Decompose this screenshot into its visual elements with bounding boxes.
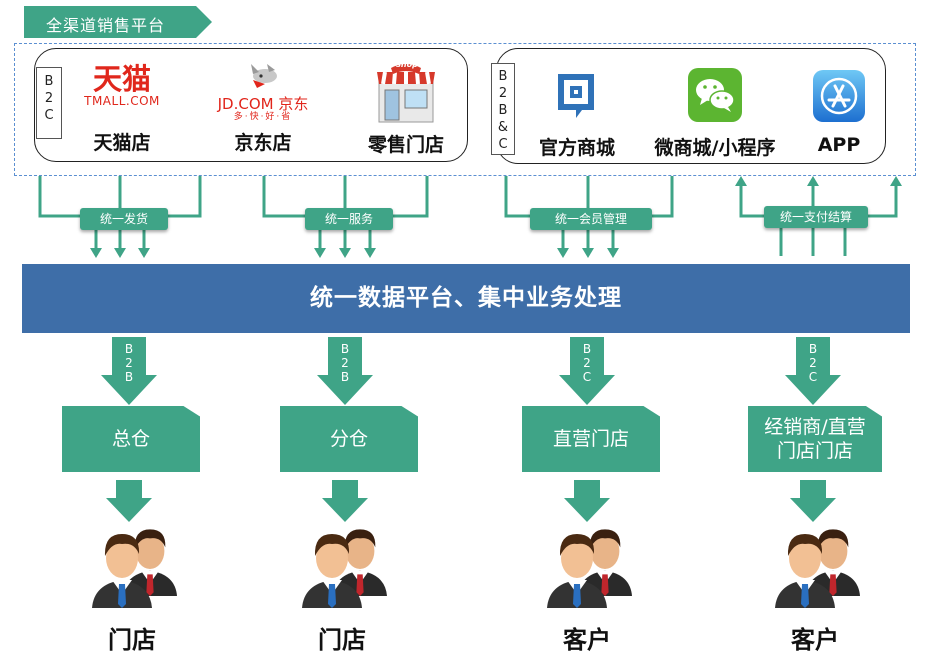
channel-label-official-mall: 官方商城 — [538, 137, 615, 159]
connector-label-membership: 统一会员管理 — [530, 208, 652, 230]
connector-label-delivery: 统一发货 — [80, 208, 168, 230]
header-title: 全渠道销售平台 — [46, 16, 166, 35]
people-arrows — [106, 480, 836, 522]
customer-label-3: 客户 — [563, 626, 611, 654]
customer-label-2: 门店 — [318, 626, 366, 654]
jd-dog-icon — [251, 64, 277, 88]
connector-label-payment: 统一支付结算 — [764, 206, 868, 228]
customer-label-1: 门店 — [108, 626, 156, 654]
dist-box-main-warehouse: 总仓 — [62, 406, 200, 472]
dist-box-sub-warehouse: 分仓 — [280, 406, 418, 472]
official-mall-icon — [554, 70, 598, 122]
channel-label-app: APP — [817, 134, 861, 156]
channel-label-retail: 零售门店 — [367, 134, 444, 156]
app-icon — [813, 70, 865, 122]
channel-label-jd: 京东店 — [234, 132, 292, 154]
people-icons — [92, 529, 860, 608]
tmall-logo: 天猫 TMALL.COM — [84, 62, 160, 108]
header-tag: 全渠道销售平台 — [24, 6, 212, 38]
customer-label-4: 客户 — [791, 626, 839, 654]
shop-icon: shop — [375, 58, 437, 124]
channels-region — [14, 43, 916, 176]
dist-box-direct-store: 直营门店 — [522, 406, 660, 472]
connector-label-service: 统一服务 — [305, 208, 393, 230]
data-platform-bar: 统一数据平台、集中业务处理 — [22, 264, 910, 333]
dist-box-dealer-store: 经销商/直营门店门店 — [748, 406, 882, 472]
channel-label-tmall: 天猫店 — [93, 132, 151, 154]
wechat-icon — [688, 68, 742, 122]
channel-label-wechat-mall: 微商城/小程序 — [654, 137, 776, 159]
distribution-arrows — [101, 337, 841, 405]
jd-logo: JD.COM 京东 多·快·好·省 — [212, 58, 314, 124]
